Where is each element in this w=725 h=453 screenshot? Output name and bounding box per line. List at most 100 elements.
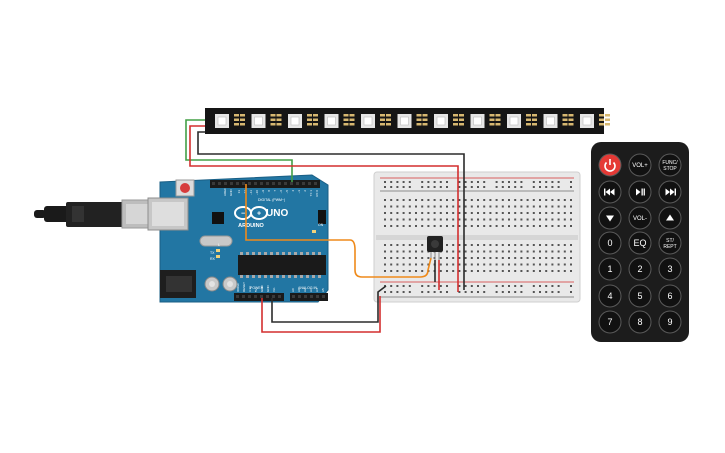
remote-button-label: 8 bbox=[637, 317, 642, 327]
pin-label: ~6 bbox=[279, 190, 283, 194]
arduino-model-label: UNO bbox=[266, 208, 288, 219]
digital-header[interactable] bbox=[210, 180, 320, 188]
pin-label: GND bbox=[260, 285, 264, 293]
atmega-chip bbox=[238, 255, 326, 275]
remote-button-vol[interactable]: VOL- bbox=[628, 206, 652, 230]
wire-red-strip-power bbox=[189, 125, 459, 292]
pin-label: GND bbox=[266, 285, 270, 293]
remote-button-3[interactable]: 3 bbox=[658, 257, 682, 281]
power-button[interactable] bbox=[598, 153, 622, 177]
play-pause-button[interactable] bbox=[628, 180, 652, 204]
remote-button-label: 3 bbox=[667, 264, 672, 274]
analog-label: ANALOG IN bbox=[298, 286, 318, 290]
led-pixel bbox=[434, 114, 464, 128]
remote-button-label: 9 bbox=[667, 317, 672, 327]
remote-button-label: VOL+ bbox=[632, 163, 648, 169]
fast-forward-button[interactable] bbox=[658, 180, 682, 204]
on-label: ON bbox=[318, 223, 324, 227]
pin-label: ~5 bbox=[285, 190, 289, 194]
pin-label: 4 bbox=[291, 190, 295, 192]
pin-label: ~9 bbox=[261, 190, 265, 194]
fast-forward-icon bbox=[665, 188, 676, 196]
remote-button-eq[interactable]: EQ bbox=[628, 231, 652, 255]
wire-black-arduino-gnd bbox=[271, 285, 387, 323]
pin-label: 7 bbox=[273, 190, 277, 192]
pin-label: 5V bbox=[254, 288, 258, 292]
svg-text:−: − bbox=[241, 211, 245, 218]
power-label: POWER bbox=[250, 286, 264, 290]
pin-label: RX 0 bbox=[315, 190, 319, 197]
wire-black-strip-ground bbox=[197, 131, 465, 290]
down-icon bbox=[606, 215, 614, 222]
remote-button-7[interactable]: 7 bbox=[598, 310, 622, 334]
remote-button-2[interactable]: 2 bbox=[628, 257, 652, 281]
pin-label: ~11 bbox=[249, 190, 253, 195]
wire-orange-ir-signal bbox=[245, 184, 432, 278]
remote-button-label: EQ bbox=[633, 238, 646, 248]
pin-label: TX 1 bbox=[309, 190, 313, 197]
neopixel-led-strip[interactable] bbox=[205, 108, 610, 134]
led-pixel bbox=[324, 114, 355, 128]
pin-label: IOREF bbox=[236, 283, 240, 292]
l-label: L bbox=[218, 243, 220, 247]
gnd-label: GND bbox=[229, 189, 233, 197]
led-pixel bbox=[288, 114, 318, 128]
remote-button-6[interactable]: 6 bbox=[658, 284, 682, 308]
pin-label: A0 bbox=[291, 288, 295, 292]
rx-label: RX bbox=[210, 257, 216, 261]
remote-button-0[interactable]: 0 bbox=[598, 231, 622, 255]
pin-label: A1 bbox=[297, 288, 301, 292]
led-pixel bbox=[251, 114, 282, 128]
wires bbox=[185, 119, 465, 333]
ir-remote: VOL+ FUNC/STOP VOL-0 EQ ST/REPT 1 2 3 4 5 6 7 8 9 bbox=[591, 142, 689, 342]
rewind-button[interactable] bbox=[598, 180, 622, 204]
arduino-logo bbox=[234, 206, 268, 220]
rewind-icon bbox=[604, 188, 615, 196]
breadboard bbox=[373, 171, 581, 303]
remote-button-label: 5 bbox=[637, 291, 642, 301]
remote-button-st-rept[interactable]: ST/REPT bbox=[658, 231, 682, 255]
pin-label: ~3 bbox=[297, 190, 301, 194]
reset-button[interactable] bbox=[180, 183, 190, 193]
down-button[interactable] bbox=[598, 206, 622, 230]
remote-button-8[interactable]: 8 bbox=[628, 310, 652, 334]
pin-label: A5 bbox=[321, 288, 325, 292]
remote-button-func-stop[interactable]: FUNC/STOP bbox=[658, 153, 682, 177]
remote-button-label: 6 bbox=[667, 291, 672, 301]
svg-text:+: + bbox=[257, 211, 261, 218]
led-pixel bbox=[470, 114, 501, 128]
remote-button-label: 7 bbox=[607, 317, 612, 327]
pin-label: Vin bbox=[272, 287, 276, 292]
remote-button-label: STOP bbox=[663, 166, 677, 172]
remote-button-label: 1 bbox=[607, 264, 612, 274]
pin-label: RESET bbox=[242, 282, 246, 292]
remote-button-label: 4 bbox=[607, 291, 612, 301]
led-pixel bbox=[507, 114, 537, 128]
remote-button-4[interactable]: 4 bbox=[598, 284, 622, 308]
led-pixel bbox=[215, 114, 245, 128]
pin-label: 12 bbox=[243, 190, 247, 194]
remote-button-1[interactable]: 1 bbox=[598, 257, 622, 281]
digital-label: DIGITAL (PWM~) bbox=[258, 198, 285, 202]
pin-label: 8 bbox=[267, 190, 271, 192]
arduino-brand-label: ARDUINO bbox=[238, 223, 264, 229]
remote-button-vol[interactable]: VOL+ bbox=[628, 153, 652, 177]
power-header[interactable] bbox=[234, 293, 284, 301]
pin-label: 3.3V bbox=[248, 286, 252, 292]
aref-label: AREF bbox=[223, 188, 227, 196]
remote-button-label: FUNC/ bbox=[662, 160, 678, 166]
led-pixel bbox=[580, 114, 610, 128]
pin-label: A2 bbox=[303, 288, 307, 292]
analog-header[interactable] bbox=[290, 293, 328, 301]
remote-button-9[interactable]: 9 bbox=[658, 310, 682, 334]
remote-button-5[interactable]: 5 bbox=[628, 284, 652, 308]
tx-label: TX bbox=[210, 251, 215, 255]
pin-label: ~10 bbox=[255, 190, 259, 195]
ir-receiver[interactable] bbox=[427, 236, 443, 260]
led-pixel bbox=[361, 114, 391, 128]
remote-button-label: 2 bbox=[637, 264, 642, 274]
pin-label: 13 bbox=[237, 190, 241, 194]
pin-label: A3 bbox=[309, 288, 313, 292]
up-button[interactable] bbox=[658, 206, 682, 230]
